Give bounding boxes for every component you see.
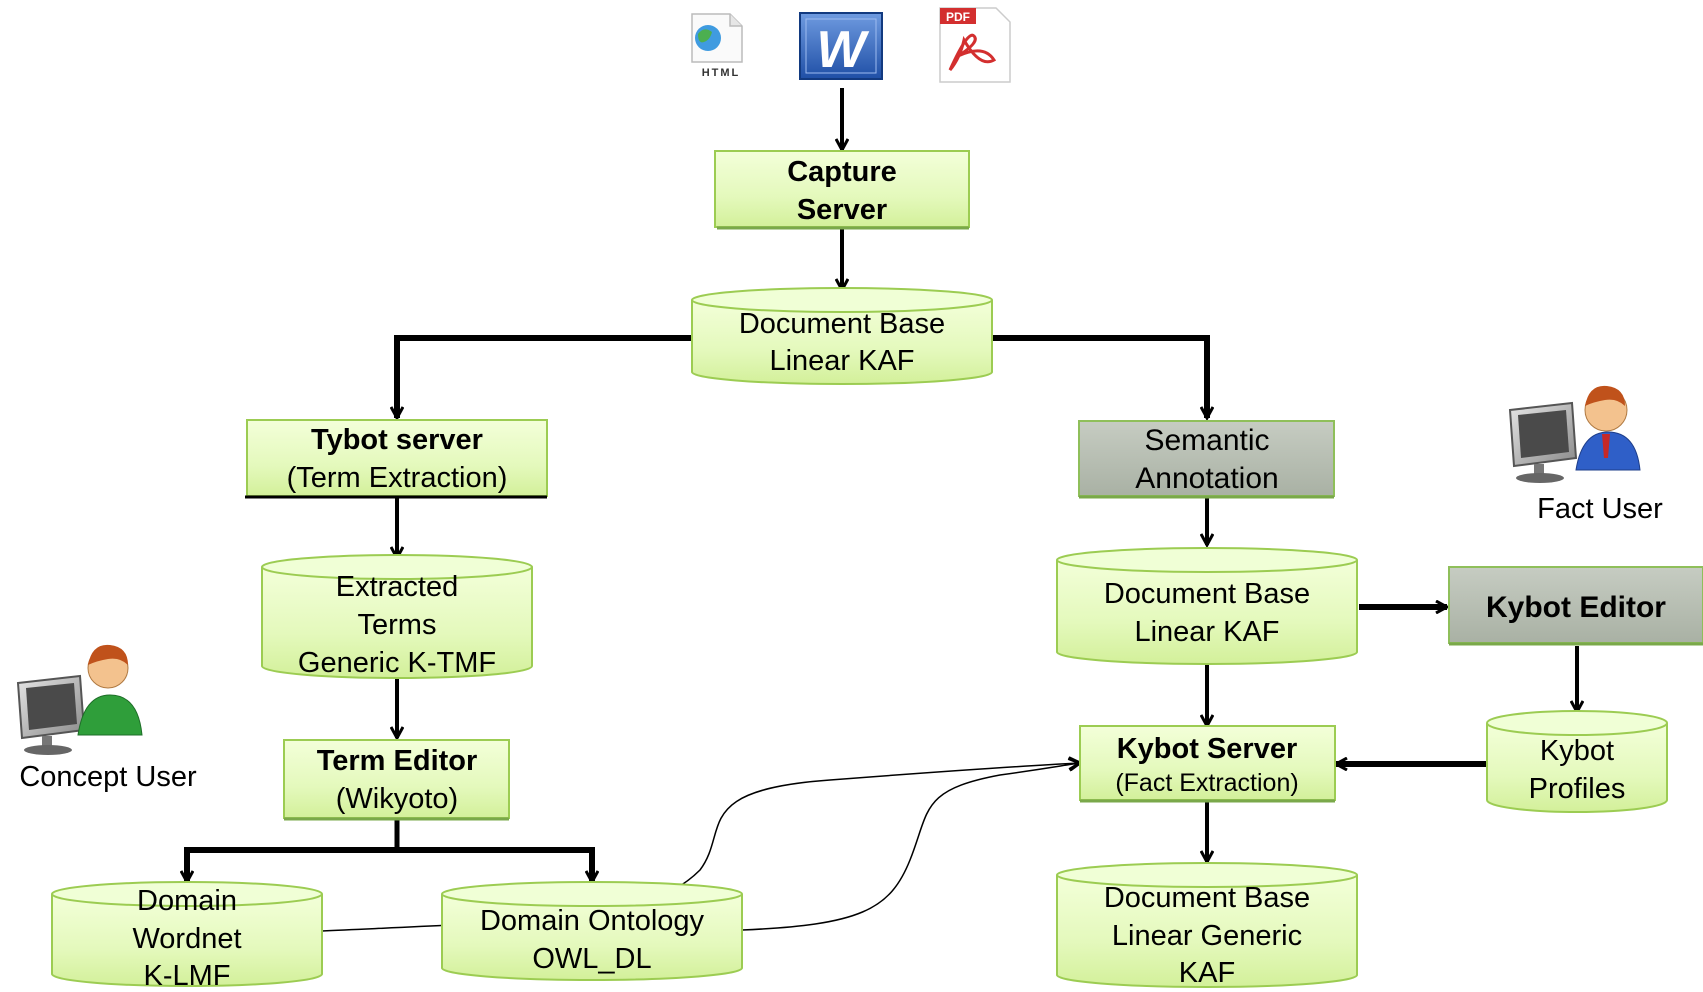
domain-wordnet-line1: Domain xyxy=(137,885,237,917)
capture-server-line1: Capture xyxy=(787,156,897,188)
semantic-annotation-line1: Semantic xyxy=(1144,424,1269,457)
pdf-label: PDF xyxy=(946,10,970,24)
term-editor-box: Term Editor (Wikyoto) xyxy=(283,739,510,821)
term-editor-line1: Term Editor xyxy=(317,745,478,777)
domain-wordnet-line2: Wordnet xyxy=(132,923,241,955)
concept-user-label: Concept User xyxy=(19,761,197,793)
arrow-editor-to-ontology xyxy=(397,847,592,882)
extracted-terms-line3: Generic K-TMF xyxy=(298,647,496,679)
domain-ontology-cylinder: Domain Ontology OWL_DL xyxy=(441,881,743,981)
capture-server-line2: Server xyxy=(797,194,887,226)
docbase-top-line1: Document Base xyxy=(739,308,945,340)
tybot-line1: Tybot server xyxy=(311,424,483,456)
docbase-bottom-line1: Document Base xyxy=(1104,882,1310,914)
domain-wordnet-line3: K-LMF xyxy=(144,960,231,992)
docbase-mid-line2: Linear KAF xyxy=(1134,616,1279,648)
word-document-icon: W xyxy=(799,12,883,80)
docbase-top-line2: Linear KAF xyxy=(769,345,914,377)
fact-user-icon: Fact User xyxy=(1508,385,1663,525)
domain-wordnet-cylinder: Domain Wordnet K-LMF xyxy=(51,881,323,992)
fact-user-label: Fact User xyxy=(1537,493,1663,525)
kybot-profiles-cylinder: Kybot Profiles xyxy=(1486,710,1668,813)
html-file-icon: HTML xyxy=(691,13,743,79)
curve-ontology-to-kybot-server xyxy=(741,763,1080,931)
kybot-profiles-line1: Kybot xyxy=(1540,735,1614,767)
docbase-bottom-line3: KAF xyxy=(1179,957,1235,989)
word-glyph: W xyxy=(816,21,869,79)
kybot-editor-box: Kybot Editor xyxy=(1448,566,1703,646)
concept-user-icon: Concept User xyxy=(16,644,197,793)
term-editor-line2: (Wikyoto) xyxy=(336,783,458,815)
arrow-docbase-to-tybot xyxy=(397,335,692,418)
extracted-terms-cylinder: Extracted Terms Generic K-TMF xyxy=(261,554,533,679)
domain-ontology-line2: OWL_DL xyxy=(532,943,651,975)
semantic-annotation-line2: Annotation xyxy=(1135,462,1278,495)
capture-server-box: Capture Server xyxy=(714,150,970,230)
kybot-profiles-line2: Profiles xyxy=(1529,773,1626,805)
kybot-server-line1: Kybot Server xyxy=(1117,733,1298,765)
semantic-annotation-box: Semantic Annotation xyxy=(1078,420,1335,499)
extracted-terms-line1: Extracted xyxy=(336,571,459,603)
docbase-bottom-line2: Linear Generic xyxy=(1112,920,1302,952)
docbase-bottom-cylinder: Document Base Linear Generic KAF xyxy=(1056,862,1358,989)
docbase-mid-line1: Document Base xyxy=(1104,578,1310,610)
tybot-server-box: Tybot server (Term Extraction) xyxy=(245,419,548,499)
html-label: HTML xyxy=(702,67,741,79)
tybot-line2: (Term Extraction) xyxy=(287,462,508,494)
docbase-mid-cylinder: Document Base Linear KAF xyxy=(1056,547,1358,665)
arrow-docbase-to-semantic xyxy=(992,335,1207,418)
arrow-editor-to-wordnet xyxy=(187,847,397,882)
pdf-file-icon: PDF xyxy=(939,7,1011,83)
connectors xyxy=(187,88,1577,932)
docbase-top-cylinder: Document Base Linear KAF xyxy=(691,287,993,385)
domain-ontology-line1: Domain Ontology xyxy=(480,905,705,937)
kybot-server-box: Kybot Server (Fact Extraction) xyxy=(1079,725,1336,803)
kybot-editor-label: Kybot Editor xyxy=(1486,591,1666,624)
kybot-server-line2: (Fact Extraction) xyxy=(1115,769,1298,797)
extracted-terms-line2: Terms xyxy=(358,609,437,641)
